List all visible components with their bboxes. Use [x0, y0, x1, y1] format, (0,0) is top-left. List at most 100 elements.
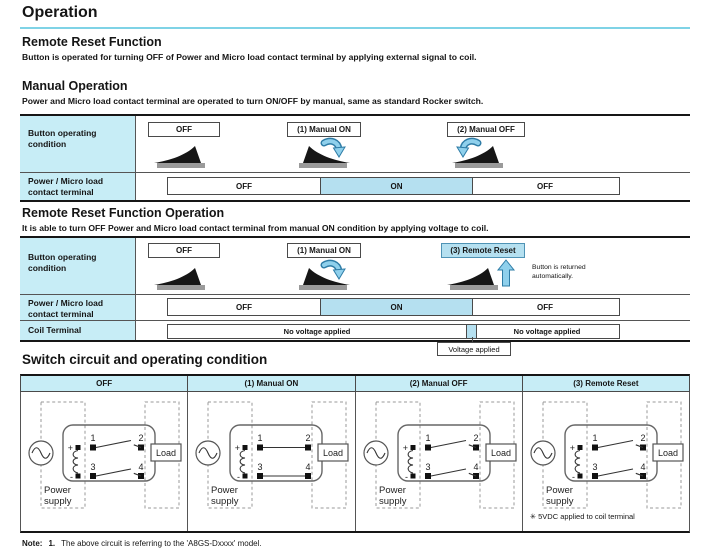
- coil-segment-voltage: [467, 325, 477, 338]
- circuit-diagram-remote-reset: + - 1 2 3 4 Load Power supply: [530, 401, 684, 509]
- coil-icon: [407, 449, 413, 474]
- rocker-manual-off-icon: [452, 137, 503, 168]
- terminal-2-label: 2: [306, 433, 311, 443]
- circuit-cell-manual-off: + - 1 2 3 4 Load Power supply: [356, 392, 523, 531]
- terminal-3-label: 3: [425, 462, 430, 472]
- rocker-remote-reset-icon: [447, 259, 516, 290]
- footnote-number: 1.: [48, 539, 56, 548]
- circuit-column-off: OFF: [21, 376, 189, 391]
- load-box: [652, 443, 684, 462]
- open-contacts: [95, 439, 142, 477]
- power-supply-label: supply: [379, 496, 407, 507]
- row-label-contact-terminal: Power / Micro load contact terminal: [28, 298, 104, 320]
- section-heading-remote-reset: Remote Reset Function: [22, 35, 162, 49]
- minus-terminal-label: -: [70, 472, 73, 482]
- power-supply-label: Power: [546, 485, 573, 496]
- rocker-manual-on-icon: [299, 259, 350, 290]
- state-box-manual-off: (2) Manual OFF: [447, 122, 525, 137]
- minus-terminal-label: -: [405, 472, 408, 482]
- manual-operation-description: Power and Micro load contact terminal ar…: [22, 96, 484, 106]
- circuit-column-manual-on: (1) Manual ON: [188, 376, 356, 391]
- bar-segment-off: OFF: [168, 299, 321, 315]
- plus-terminal-label: +: [235, 443, 240, 453]
- plus-terminal-label: +: [402, 443, 407, 453]
- load-label: Load: [658, 448, 678, 458]
- rotate-cw-arrow-icon: [320, 137, 346, 158]
- switch-circuit-table: OFF (1) Manual ON (2) Manual OFF (3) Rem…: [20, 374, 690, 533]
- footnote-text: The above circuit is referring to the 'A…: [61, 539, 262, 548]
- row-label-contact-terminal: Power / Micro load contact terminal: [28, 176, 104, 198]
- remote-reset-operation-table: Button operating condition Power / Micro…: [20, 236, 690, 342]
- state-box-remote-reset: (3) Remote Reset: [441, 243, 525, 258]
- row-label-coil-terminal: Coil Terminal: [28, 325, 82, 335]
- load-box: [484, 443, 517, 462]
- coil-icon: [574, 449, 580, 474]
- bar-segment-on: ON: [321, 299, 473, 315]
- open-contacts: [430, 439, 476, 477]
- terminal-2-label: 2: [473, 433, 478, 443]
- power-supply-label: Power: [379, 485, 406, 496]
- load-label: Load: [490, 448, 510, 458]
- load-box: [150, 443, 182, 462]
- minus-terminal-label: -: [237, 472, 240, 482]
- state-box-manual-on: (1) Manual ON: [287, 122, 361, 137]
- terminal-2-label: 2: [640, 433, 645, 443]
- terminal-1-label: 1: [592, 433, 597, 443]
- terminal-1-label: 1: [90, 433, 95, 443]
- coil-terminal-bar: No voltage applied No voltage applied: [167, 324, 620, 339]
- closed-contacts: [263, 446, 306, 477]
- section-heading-switch-circuit: Switch circuit and operating condition: [22, 352, 268, 367]
- bar-segment-on: ON: [321, 178, 473, 194]
- rotate-cw-arrow-icon: [320, 259, 346, 280]
- circuit-cell-off: + - 1 2 3 4 Load Power supply: [21, 392, 189, 531]
- terminal-1-label: 1: [258, 433, 263, 443]
- terminal-4-label: 4: [306, 462, 311, 472]
- section-heading-remote-reset-operation: Remote Reset Function Operation: [22, 206, 225, 220]
- state-box-off: OFF: [148, 122, 220, 137]
- state-box-off: OFF: [148, 243, 220, 258]
- bar-segment-off-2: OFF: [537, 302, 553, 312]
- power-supply-label: supply: [44, 496, 72, 507]
- section-heading-manual-operation: Manual Operation: [22, 79, 128, 93]
- circuit-diagram-manual-on: + - 1 2 3 4 Load Power supply: [195, 401, 349, 509]
- load-box: [317, 443, 349, 462]
- terminal-4-label: 4: [138, 462, 143, 472]
- coil-voltage-note: ✳ 5VDC applied to coil terminal: [529, 512, 635, 521]
- terminal-3-label: 3: [90, 462, 95, 472]
- circuit-diagram-manual-off: + - 1 2 3 4 Load Power supply: [362, 401, 517, 509]
- circuit-table-body: + - 1 2 3 4 Load Power supply: [20, 392, 690, 533]
- minus-terminal-label: -: [572, 472, 575, 482]
- remote-reset-description: Button is operated for turning OFF of Po…: [22, 52, 477, 62]
- circuit-table-header: OFF (1) Manual ON (2) Manual OFF (3) Rem…: [20, 374, 690, 392]
- row-divider: [20, 320, 690, 321]
- load-label: Load: [156, 448, 176, 458]
- plus-terminal-label: +: [68, 443, 73, 453]
- rocker-manual-on-icon: [299, 137, 350, 168]
- open-contacts: [597, 439, 643, 477]
- terminal-3-label: 3: [258, 462, 263, 472]
- plus-terminal-label: +: [569, 443, 574, 453]
- power-supply-label: supply: [546, 496, 574, 507]
- rotate-ccw-arrow-icon: [456, 137, 482, 158]
- contact-state-bar: OFF ON OFF: [167, 177, 620, 195]
- terminal-1-label: 1: [425, 433, 430, 443]
- button-return-note: Button is returned automatically.: [532, 264, 586, 280]
- footnote: Note:1.The above circuit is referring to…: [22, 539, 262, 548]
- row-label-button-condition: Button operating condition: [28, 252, 97, 274]
- row-divider: [20, 172, 690, 173]
- manual-operation-table: Button operating condition Power / Micro…: [20, 114, 690, 202]
- power-supply-label: Power: [44, 485, 71, 496]
- contact-state-bar: OFF ON OFF: [167, 298, 620, 316]
- terminal-2-label: 2: [138, 433, 143, 443]
- coil-segment-no-voltage: No voltage applied: [168, 325, 467, 338]
- coil-segment-no-voltage-2: No voltage applied: [513, 327, 581, 336]
- remote-reset-operation-description: It is able to turn OFF Power and Micro l…: [22, 223, 489, 233]
- title-underline: [20, 27, 690, 29]
- circuit-diagram-off: + - 1 2 3 4 Load Power supply: [28, 401, 182, 509]
- terminal-4-label: 4: [640, 462, 645, 472]
- voltage-applied-box: Voltage applied: [437, 342, 511, 356]
- power-supply-label: supply: [211, 496, 239, 507]
- row-divider: [20, 294, 690, 295]
- coil-icon: [239, 449, 246, 474]
